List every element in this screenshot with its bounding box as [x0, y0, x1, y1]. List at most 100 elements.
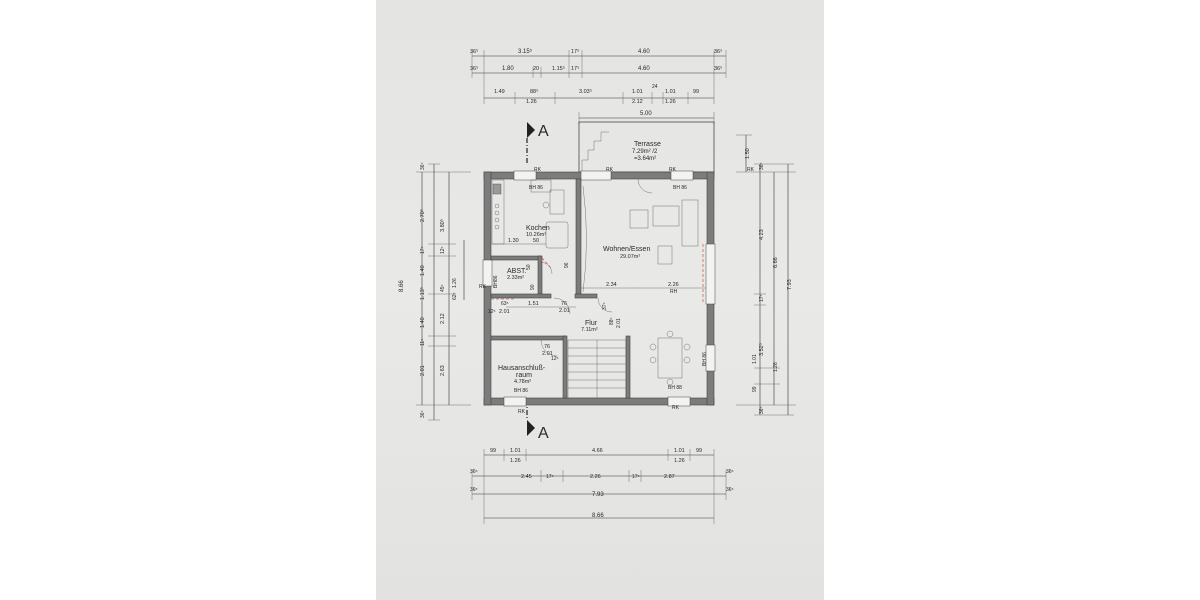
dim-left-c1-1: 2.70⁵	[419, 209, 426, 222]
tag-bh-living: BH 86	[673, 185, 687, 191]
inner-dim-10: 2.34	[606, 282, 617, 288]
dim-left-c1-2: 17⁵	[420, 246, 426, 254]
tag-bh-kitchen: BH 86	[529, 185, 543, 191]
inner-dim-8: 12⁵	[488, 309, 496, 315]
dim-right-c1-1: 36⁵	[759, 162, 765, 170]
dim-right-c3-0: 7.93	[787, 279, 793, 290]
inner-dimensions: 1.30 50 50 90 1.51 76 2.01 63⁵ 12⁵ 2.01 …	[488, 238, 706, 362]
inner-dim-18: 96	[564, 262, 570, 268]
dim-top-r3-2: 3.03⁵	[579, 88, 592, 95]
dim-right-c2-0: 6.66	[773, 257, 779, 268]
dim-right-c2-1: 1.26	[773, 362, 779, 372]
dim-top-r3b-0: 1.26	[526, 99, 537, 105]
dim-left-c1-6: 11⁵	[420, 339, 426, 346]
floor-plan-drawing: 36⁵ 3.15⁵ 17⁵ 4.60 36⁵ 36⁵ 1.80 20 1.15⁵…	[399, 48, 796, 524]
room-labels: Kochen 10.26m² Wohnen/Essen 29.07m² ABST…	[498, 225, 650, 385]
room-area-flur: 7.11m²	[581, 327, 598, 333]
dim-left-c1-3: 1.40	[420, 265, 426, 276]
terrace-area-half: =3.64m²	[634, 156, 656, 162]
left-dimension-chains: 8.66 36⁵ 2.70⁵ 17⁵ 1.40 1.13⁵ 1.40 11⁵ 2…	[399, 162, 471, 421]
room-name-wohnen: Wohnen/Essen	[603, 246, 650, 253]
section-marker-bottom: A	[526, 400, 549, 442]
tag-rk-right: RK	[747, 167, 755, 173]
dim-left-c2-0: 3.80⁵	[439, 219, 446, 232]
section-letter-top: A	[538, 123, 549, 140]
dim-top-r1-1: 3.15⁵	[518, 48, 533, 55]
inner-dim-5: 76	[561, 301, 567, 307]
room-name-kochen: Kochen	[526, 225, 550, 232]
dim-left-c2-2: 45⁵	[440, 284, 446, 292]
dim-right-c4-1: 99	[752, 386, 758, 392]
dim-top-r1-2: 17⁵	[571, 48, 579, 55]
dim-top-r2-4: 17⁵	[571, 65, 579, 72]
tag-rk-3: RK	[669, 167, 677, 173]
dim-top-r3-3: 1.01	[632, 89, 643, 95]
terrace: Terrasse 7.29m² /2 =3.64m²	[578, 121, 715, 173]
inner-dim-0: 1.30	[508, 238, 519, 244]
dim-top-r2-2: 20	[533, 66, 539, 72]
dim-bot-r2-3: 2.26	[590, 474, 601, 480]
inner-dim-13: 2.01	[616, 318, 622, 328]
drawing-sheet: 36⁵ 3.15⁵ 17⁵ 4.60 36⁵ 36⁵ 1.80 20 1.15⁵…	[376, 0, 824, 600]
dim-top-r3-1: 88⁵	[530, 88, 538, 95]
terrace-area: 7.29m² /2	[632, 149, 658, 155]
room-area-wohnen: 29.07m²	[620, 254, 640, 260]
living-fixtures	[582, 185, 699, 386]
dim-top-r3-0: 1.49	[494, 89, 505, 95]
dim-bot-r1b-0: 1.26	[510, 458, 521, 464]
dim-top-r2-0: 36⁵	[470, 65, 478, 72]
dim-left-c1-7: 2.01	[420, 365, 426, 376]
stairs	[567, 339, 627, 399]
red-markings	[491, 244, 704, 304]
terrace-name: Terrasse	[634, 141, 661, 148]
dim-top-r3-5: 1.01	[665, 89, 676, 95]
dim-bot-r1-1: 1.01	[510, 448, 521, 454]
inner-dim-6: 2.01	[559, 308, 570, 314]
fixture-tags: RK RK RK RK RK RK RK RH BH 86 BH 86 BH 8…	[479, 167, 755, 415]
tag-rk-2: RK	[606, 167, 614, 173]
dim-bot-r2-5: 2.87	[664, 474, 675, 480]
dim-left-c1-5: 1.40	[420, 317, 426, 328]
tag-rk-left: RK	[479, 284, 487, 290]
dim-top-r3b-2: 1.26	[665, 99, 676, 105]
dim-bot-r1-2: 4.66	[592, 448, 603, 454]
room-name-hausanschluss: Hausanschluß-	[498, 365, 546, 372]
dim-left-c2-1: 12⁵	[440, 246, 446, 254]
dim-left-c2-4: 2.63	[440, 365, 446, 376]
dim-bot-r2-6: 36⁵	[726, 469, 734, 475]
inner-dim-16: 2.01	[542, 351, 553, 357]
dim-bot-r1-0: 99	[490, 448, 496, 454]
dim-bot-r1-3: 1.01	[674, 448, 685, 454]
section-letter-bottom: A	[538, 425, 549, 442]
dim-bot-r2-4: 17⁵	[632, 474, 640, 480]
room-name-hausanschluss-2: raum	[516, 372, 532, 379]
tag-bh-dining: BH 88	[668, 385, 682, 391]
room-name-flur: Flur	[585, 320, 598, 327]
inner-dim-15: 76	[544, 344, 550, 350]
tag-bh-hausanschluss: BH 86	[514, 388, 528, 394]
dim-top-r1-0: 36⁵	[470, 48, 478, 55]
dim-left-c1-0: 36⁵	[420, 162, 426, 170]
dim-bot-r2-1: 2.45	[521, 474, 532, 480]
dim-bot-r3-2: 36⁵	[726, 487, 734, 493]
inner-dim-1: 50	[533, 238, 539, 244]
dim-top-r3-6: 99	[693, 89, 699, 95]
section-marker-top: A	[526, 122, 549, 165]
dim-left-c3-0: 1.26	[452, 278, 458, 288]
tag-rk-5: RK	[672, 405, 680, 411]
dim-top-r2-5: 4.60	[638, 66, 650, 72]
door-swings	[539, 178, 653, 357]
dim-top-r2-1: 1.80	[502, 66, 514, 72]
inner-dim-9: 2.01	[499, 309, 510, 315]
dim-top-r3-4: 24	[652, 84, 658, 90]
dim-left-c1-4: 1.13⁵	[419, 287, 426, 300]
room-area-abst: 2.33m²	[507, 275, 524, 281]
dim-top-r1-3: 4.60	[638, 49, 650, 55]
dim-bot-r1b-1: 1.26	[674, 458, 685, 464]
dim-left-c3-1: 62⁵	[452, 292, 458, 300]
right-dimension-chains: 1.50 36⁵ 4.23 17⁵ 3.52⁵ 36⁵ 6.66 1.26 7.…	[736, 134, 796, 416]
top-dimension-chains: 36⁵ 3.15⁵ 17⁵ 4.60 36⁵ 36⁵ 1.80 20 1.15⁵…	[470, 48, 727, 124]
inner-dim-7: 63⁵	[501, 301, 509, 307]
dim-top-r1-4: 36⁵	[714, 48, 722, 55]
dim-top-r2-3: 1.15⁵	[552, 65, 565, 72]
